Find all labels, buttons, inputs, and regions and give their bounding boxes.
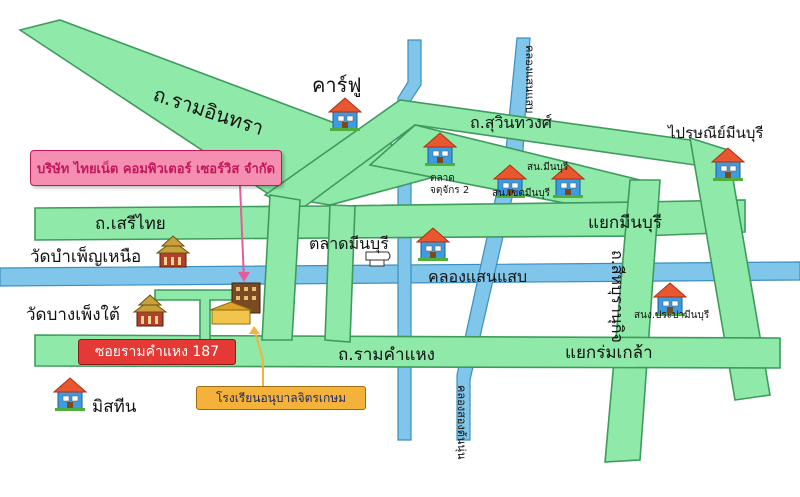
road-soi-187 bbox=[261, 194, 301, 341]
label-talad-jatujak: ตลาดจตุจักร 2 bbox=[430, 173, 469, 196]
label-khlong-top: คลองแสนแสบ bbox=[523, 45, 536, 113]
school-pointer-line bbox=[254, 331, 264, 394]
road-east-diagonal bbox=[688, 136, 771, 401]
canal-east bbox=[456, 37, 531, 441]
label-talad-minburi: ตลาดมีนบุรี bbox=[309, 234, 389, 254]
label-khlong-saensaep: คลองแสนแสบ bbox=[428, 267, 527, 286]
label-wat-bangpheng-tai: วัดบางเพ็งใต้ bbox=[26, 303, 120, 325]
soi-callout-text: ซอยรามคำแหง 187 bbox=[94, 344, 220, 360]
company-callout-text: บริษัท ไทยเน็ต คอมพิวเตอร์ เซอร์วิส จำกั… bbox=[36, 161, 276, 177]
company-pointer-line bbox=[239, 184, 245, 281]
school-callout: โรงเรียนอนุบาลจิตรเกษม bbox=[196, 386, 366, 410]
label-carrefour: คาร์ฟู bbox=[312, 73, 362, 98]
label-sn-khet-minburi: สน.เขตมีนบุรี bbox=[492, 187, 551, 199]
label-wat-bamphen-nuea: วัดบำเพ็ญเหนือ bbox=[30, 245, 141, 267]
label-yaek-romklao: แยกร่มเกล้า bbox=[565, 343, 653, 363]
pointing-hand-icon bbox=[365, 251, 391, 267]
house-icon-misteen bbox=[53, 377, 87, 412]
label-yaek-minburi: แยกมีนบุรี bbox=[588, 213, 662, 233]
label-seri-thai: ถ.เสรีไทย bbox=[95, 213, 166, 234]
label-suwinthawong: ถ.สุวินทวงศ์ bbox=[470, 113, 552, 133]
road-middle-link bbox=[324, 204, 356, 343]
company-callout: บริษัท ไทยเน็ต คอมพิวเตอร์ เซอร์วิส จำกั… bbox=[30, 150, 282, 186]
house-icon-carrefour bbox=[328, 97, 362, 132]
label-ramkhamhaeng-road: ถ.รามคำแหง bbox=[338, 345, 435, 365]
label-si-burapha-road: ถ.สีหบุรานุกิจ bbox=[607, 250, 627, 343]
label-misteen: มิสทีน bbox=[92, 397, 137, 417]
school-pointer-arrow bbox=[249, 326, 260, 334]
soi-callout: ซอยรามคำแหง 187 bbox=[78, 339, 236, 365]
company-pointer-arrow bbox=[238, 272, 250, 282]
road-seri-thai bbox=[34, 199, 746, 241]
school-callout-text: โรงเรียนอนุบาลจิตรเกษม bbox=[215, 390, 347, 405]
school-building-icon bbox=[209, 301, 253, 325]
label-sn-minburi: สน.มีนบุรี bbox=[527, 161, 569, 173]
temple-icon-bamphen bbox=[156, 235, 190, 268]
label-sn-prawet-minburi: สนง.ประปามีนบุรี bbox=[634, 309, 710, 321]
label-post-office: ไปรษณีย์มีนบุรี bbox=[667, 124, 763, 143]
label-khlong-song-ton-nun: คลองสองต้นนุ่น bbox=[455, 385, 468, 460]
